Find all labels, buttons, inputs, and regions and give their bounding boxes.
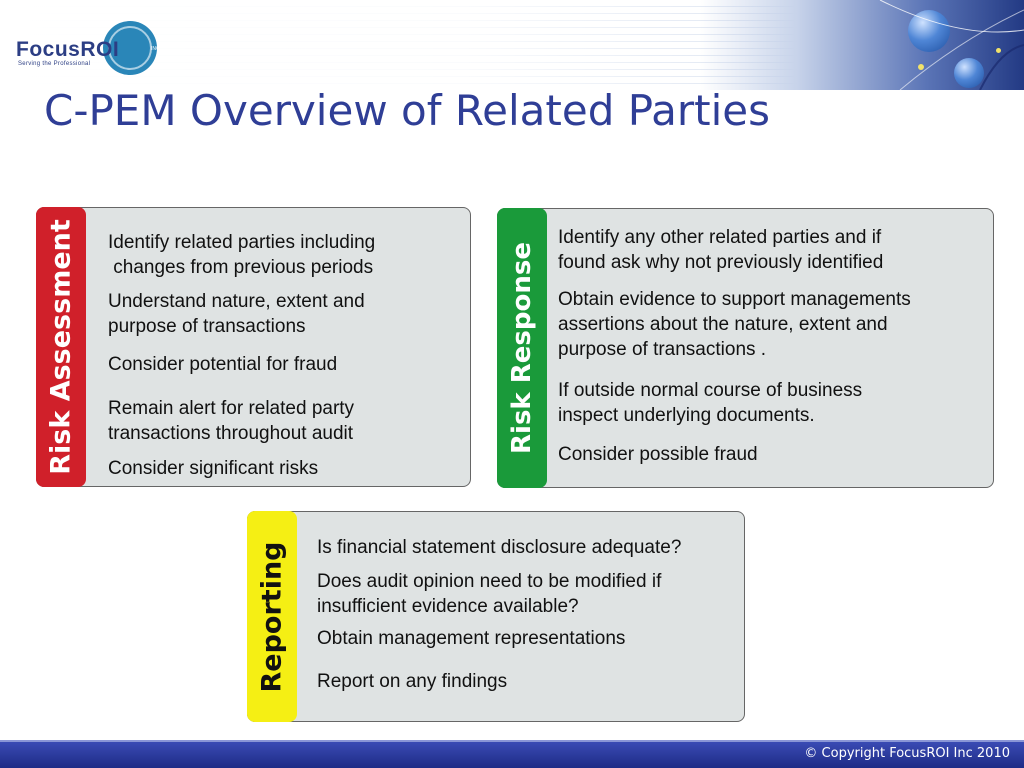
list-item: Obtain evidence to support managements a…	[558, 289, 911, 360]
logo-tagline: Serving the Professional	[18, 61, 91, 67]
list-item: Identify related parties including chang…	[108, 232, 376, 278]
risk-assessment-tab: Risk Assessment	[36, 207, 86, 487]
list-item: Remain alert for related party transacti…	[108, 398, 355, 444]
list-item: Does audit opinion need to be modified i…	[317, 571, 662, 617]
header-art	[700, 0, 1024, 90]
logo-circle-icon	[103, 21, 157, 75]
bubble-dot-2	[996, 48, 1001, 53]
risk-response-label: Risk Response	[507, 242, 537, 454]
risk-assessment-panel: Risk Assessment Identify related parties…	[36, 207, 471, 487]
bubble-large	[908, 10, 950, 52]
list-item: Consider potential for fraud	[108, 354, 338, 375]
reporting-panel: Reporting Is financial statement disclos…	[247, 511, 745, 722]
reporting-label: Reporting	[256, 540, 288, 693]
risk-response-tab: Risk Response	[497, 208, 547, 488]
list-item: Is financial statement disclosure adequa…	[317, 537, 682, 558]
bubble-small	[954, 58, 984, 88]
risk-assessment-label: Risk Assessment	[45, 219, 77, 475]
list-item: Obtain management representations	[317, 628, 626, 649]
copyright-text: © Copyright FocusROI Inc 2010	[804, 746, 1010, 761]
list-item: Identify any other related parties and i…	[558, 227, 884, 273]
reporting-tab: Reporting	[247, 511, 297, 722]
list-item: Consider possible fraud	[558, 444, 758, 465]
header-curves	[879, 0, 1024, 90]
list-item: Understand nature, extent and purpose of…	[108, 291, 365, 337]
focusroi-logo: FocusROI Serving the Professional INC	[14, 20, 164, 76]
list-item: If outside normal course of business ins…	[558, 380, 863, 426]
bubble-dot	[918, 64, 924, 70]
list-item: Consider significant risks	[108, 458, 319, 479]
footer-bar: © Copyright FocusROI Inc 2010	[0, 740, 1024, 768]
risk-response-panel: Risk Response Identify any other related…	[497, 208, 994, 488]
list-item: Report on any findings	[317, 671, 508, 692]
logo-inc-mark: INC	[151, 46, 160, 52]
logo-wordmark: FocusROI	[16, 38, 120, 61]
slide-title: C-PEM Overview of Related Parties	[44, 86, 771, 135]
